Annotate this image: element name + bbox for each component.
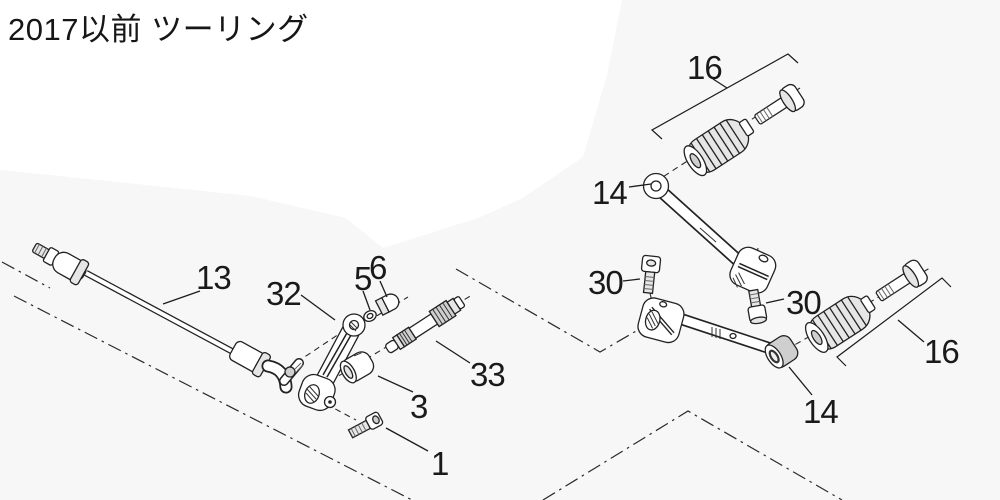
upper-lever-part: [642, 172, 777, 294]
callout-1: 1: [431, 445, 449, 482]
lower-lever-eye: [764, 335, 799, 369]
callout-16-top: 16: [687, 49, 723, 86]
callout-3: 3: [410, 388, 428, 425]
leader-lines: [162, 78, 925, 452]
upper-footpeg-part: [683, 83, 805, 177]
bolt-1-part: [347, 411, 384, 439]
lower-lever-part: [637, 297, 799, 369]
shift-rod-part: [32, 242, 304, 394]
front-lever-part: [297, 313, 366, 412]
rod-end-upper: [32, 242, 90, 286]
centerlines: [1, 261, 843, 500]
washer-part: [363, 309, 377, 323]
callout-30-left: 30: [588, 264, 624, 301]
callout-13: 13: [196, 259, 232, 296]
span-brackets: [650, 53, 952, 367]
nut-part: [374, 293, 400, 316]
bolt-30-right-part: [747, 288, 768, 325]
callout-30-right: 30: [786, 284, 822, 321]
bushing-part: [339, 351, 375, 384]
bolt-30-left-part: [640, 254, 662, 295]
callout-32: 32: [266, 275, 302, 312]
callout-14-top: 14: [592, 174, 628, 211]
callout-14-bottom: 14: [803, 393, 839, 430]
page-title: 2017以前 ツーリング: [8, 12, 309, 47]
callout-6: 6: [369, 249, 387, 286]
callout-5: 5: [354, 260, 372, 297]
lower-footpeg-part: [804, 259, 928, 353]
splined-shaft-part: [385, 296, 466, 354]
callout-16-bottom: 16: [924, 333, 960, 370]
background-highlight-region: [0, 0, 622, 248]
callout-33: 33: [470, 356, 506, 393]
